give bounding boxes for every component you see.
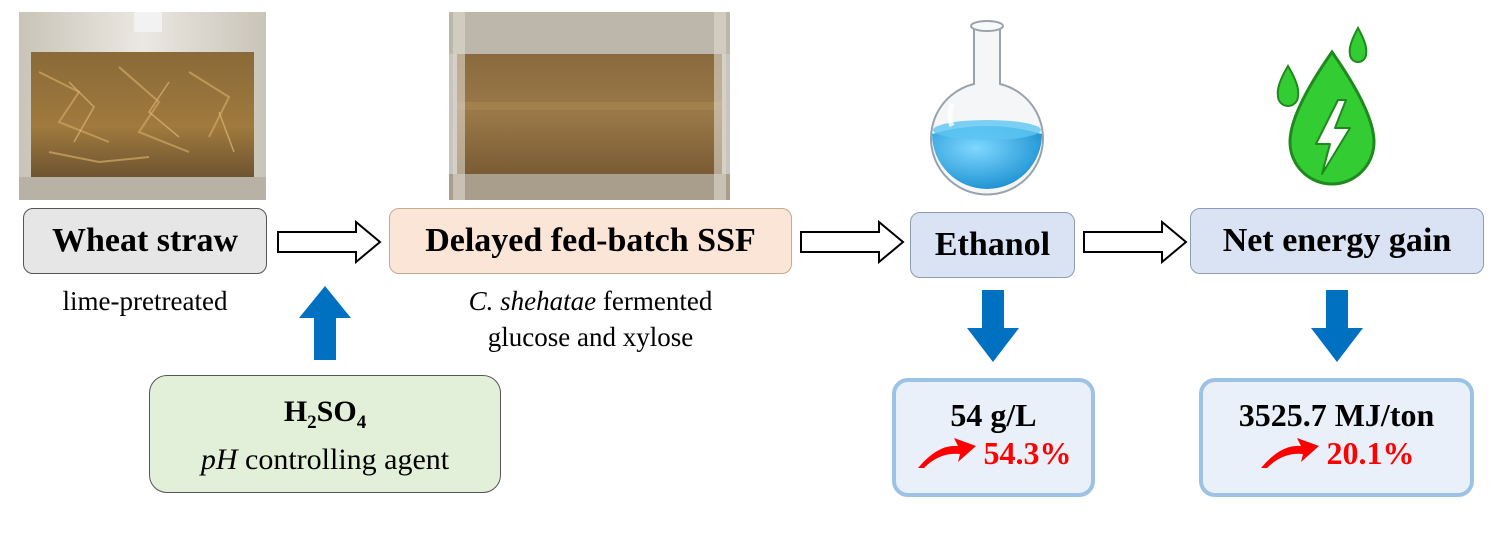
flow-arrow-2 <box>800 220 905 264</box>
trend-up-arrow-icon <box>1260 438 1319 468</box>
blue-up-arrow <box>299 286 351 360</box>
blue-down-arrow-energy <box>1311 290 1363 362</box>
wheat-straw-caption: lime-pretreated <box>62 286 228 316</box>
round-flask-icon <box>922 18 1052 198</box>
ssf-label: Delayed fed-batch SSF <box>425 222 756 259</box>
ethanol-box: Ethanol <box>910 212 1075 278</box>
acid-box: H2SO4 pH controlling agent <box>149 375 501 493</box>
net-energy-label: Net energy gain <box>1222 222 1452 259</box>
ethanol-label: Ethanol <box>934 226 1051 263</box>
net-energy-box: Net energy gain <box>1190 208 1484 274</box>
trend-up-arrow-icon <box>917 438 976 468</box>
energy-increase: 20.1% <box>1203 434 1470 472</box>
wheat-straw-photo <box>19 12 266 200</box>
organism-name: C. shehatae <box>468 286 597 316</box>
acid-role: pH controlling agent <box>200 443 450 476</box>
ethanol-titer: 54 g/L <box>950 397 1037 433</box>
wheat-straw-label: Wheat straw <box>51 222 239 259</box>
ethanol-result-box: 54 g/L 54.3% <box>892 378 1095 497</box>
ssf-slurry-photo <box>449 12 730 200</box>
flow-arrow-1 <box>277 220 382 264</box>
energy-gain-value: 3525.7 MJ/ton <box>1238 397 1435 433</box>
ssf-caption: C. shehatae fermented glucose and xylose <box>468 286 713 352</box>
ssf-box: Delayed fed-batch SSF <box>389 208 792 274</box>
wheat-straw-box: Wheat straw <box>23 208 267 274</box>
flow-arrow-3 <box>1083 220 1188 264</box>
energy-result-box: 3525.7 MJ/ton 20.1% <box>1199 378 1474 497</box>
acid-formula: H2SO4 <box>283 395 367 433</box>
ethanol-increase: 54.3% <box>896 434 1091 472</box>
energy-drop-icon <box>1270 25 1382 194</box>
lightning-icon <box>1315 99 1351 175</box>
blue-down-arrow-ethanol <box>967 290 1019 362</box>
